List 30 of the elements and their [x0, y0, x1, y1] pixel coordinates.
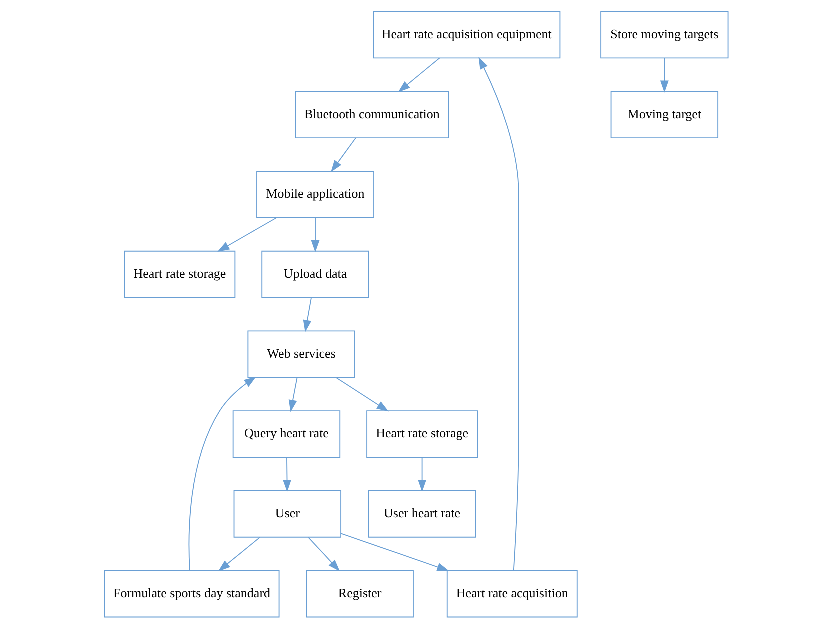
arrow: [660, 58, 668, 93]
arrow: [398, 58, 440, 92]
arrow: [308, 537, 340, 572]
node-box: Bluetooth communication: [294, 91, 449, 139]
node-box: Formulate sports day standard: [104, 570, 280, 618]
node-box: Heart rate storage: [366, 410, 478, 458]
arrow: [217, 218, 277, 252]
node-box: Store moving targets: [600, 11, 728, 59]
node-box: Mobile application: [256, 171, 374, 218]
arrow: [330, 138, 356, 172]
node-box: Heart rate acquisition: [446, 570, 578, 618]
arrow: [335, 377, 388, 412]
node-box: Query heart rate: [232, 410, 340, 458]
arrow: [218, 536, 260, 572]
node-box: Web services: [247, 330, 355, 378]
node-box: Upload data: [261, 250, 369, 298]
node-box: Register: [306, 570, 414, 618]
node-box: Heart rate acquisition equipment: [372, 11, 560, 59]
arrow: [478, 57, 519, 572]
arrow: [340, 533, 449, 572]
arrow: [188, 376, 256, 572]
node-box: Heart rate storage: [124, 250, 236, 298]
node-box: Moving target: [610, 91, 718, 139]
arrow: [310, 218, 320, 253]
node-box: User: [233, 490, 342, 538]
node-box: User heart rate: [368, 490, 476, 538]
arrow: [282, 457, 291, 492]
arrow: [288, 377, 298, 412]
arrow: [418, 457, 426, 492]
arrow: [302, 298, 312, 332]
